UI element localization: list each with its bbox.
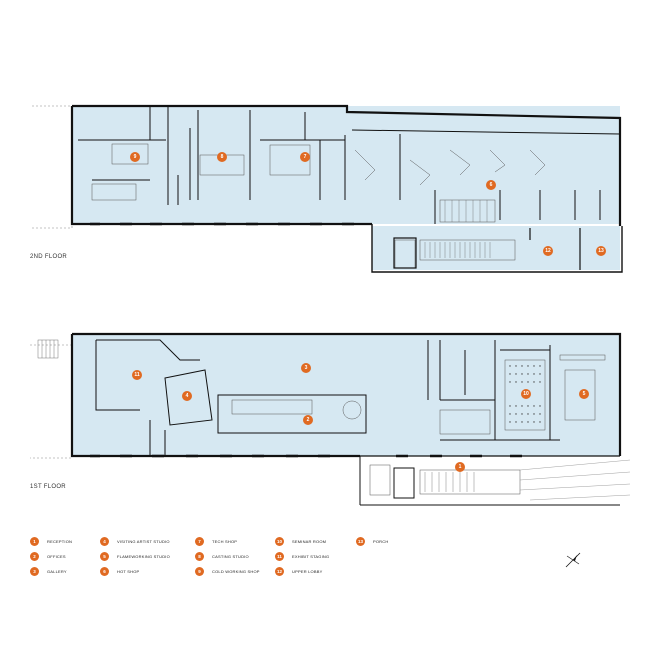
room-badge-8: 8 [217, 152, 227, 162]
legend-label: COLD WORKING SHOP [212, 568, 260, 574]
room-badge-5: 5 [579, 389, 589, 399]
legend-number: 10 [275, 536, 284, 546]
legend-number: 3 [30, 566, 39, 576]
first-floor-plan [30, 332, 631, 506]
legend-number: 2 [30, 551, 39, 561]
legend-number: 9 [195, 566, 204, 576]
legend-label: HOT SHOP [117, 568, 140, 574]
room-legend: 1 RECEPTION 2 OFFICES 3 GALLERY 4 VISITI… [30, 536, 450, 586]
second-floor-plan [32, 104, 623, 273]
legend-item-gallery: 3 GALLERY [30, 566, 67, 576]
legend-item-flameworking-studio: 5 FLAMEWORKING STUDIO [100, 551, 170, 561]
room-badge-3: 3 [301, 363, 311, 373]
legend-item-casting-studio: 8 CASTING STUDIO [195, 551, 249, 561]
room-badge-9: 9 [130, 152, 140, 162]
legend-label: FLAMEWORKING STUDIO [117, 553, 170, 559]
legend-number: 4 [100, 536, 109, 546]
legend-number: 6 [100, 566, 109, 576]
legend-item-seminar-room: 10 SEMINAR ROOM [275, 536, 326, 546]
legend-item-reception: 1 RECEPTION [30, 536, 72, 546]
room-badge-6: 6 [486, 180, 496, 190]
legend-item-upper-lobby: 12 UPPER LOBBY [275, 566, 322, 576]
legend-label: CASTING STUDIO [212, 553, 249, 559]
room-badge-11: 11 [132, 370, 142, 380]
legend-label: RECEPTION [47, 538, 73, 544]
legend-number: 12 [275, 566, 284, 576]
legend-number: 5 [100, 551, 109, 561]
legend-number: 11 [275, 551, 284, 561]
legend-label: TECH SHOP [212, 538, 238, 544]
north-arrow-icon [563, 550, 583, 570]
room-badge-4: 4 [182, 391, 192, 401]
legend-label: GALLERY [47, 568, 67, 574]
legend-number: 8 [195, 551, 204, 561]
legend-item-exhibit-staging: 11 EXHIBIT STAGING [275, 551, 329, 561]
legend-label: UPPER LOBBY [292, 568, 323, 574]
room-badge-12: 12 [543, 246, 553, 256]
legend-item-cold-working-shop: 9 COLD WORKING SHOP [195, 566, 260, 576]
room-badge-7: 7 [300, 152, 310, 162]
legend-number: 1 [30, 536, 39, 546]
legend-item-offices: 2 OFFICES [30, 551, 66, 561]
legend-item-hot-shop: 6 HOT SHOP [100, 566, 139, 576]
room-badge-1: 1 [455, 462, 465, 472]
legend-item-tech-shop: 7 TECH SHOP [195, 536, 237, 546]
legend-number: 7 [195, 536, 204, 546]
room-badge-13: 13 [596, 246, 606, 256]
legend-item-visiting-artist-studio: 4 VISITING ARTIST STUDIO [100, 536, 170, 546]
legend-item-porch: 13 PORCH [356, 536, 388, 546]
legend-number: 13 [356, 536, 365, 546]
legend-label: SEMINAR ROOM [292, 538, 327, 544]
legend-label: PORCH [373, 538, 389, 544]
legend-label: EXHIBIT STAGING [292, 553, 330, 559]
second-floor-label: 2ND FLOOR [30, 254, 68, 260]
room-badge-10: 10 [521, 389, 531, 399]
legend-label: OFFICES [47, 553, 66, 559]
first-floor-label: 1ST FLOOR [30, 484, 66, 490]
room-badge-2: 2 [303, 415, 313, 425]
legend-label: VISITING ARTIST STUDIO [117, 538, 170, 544]
